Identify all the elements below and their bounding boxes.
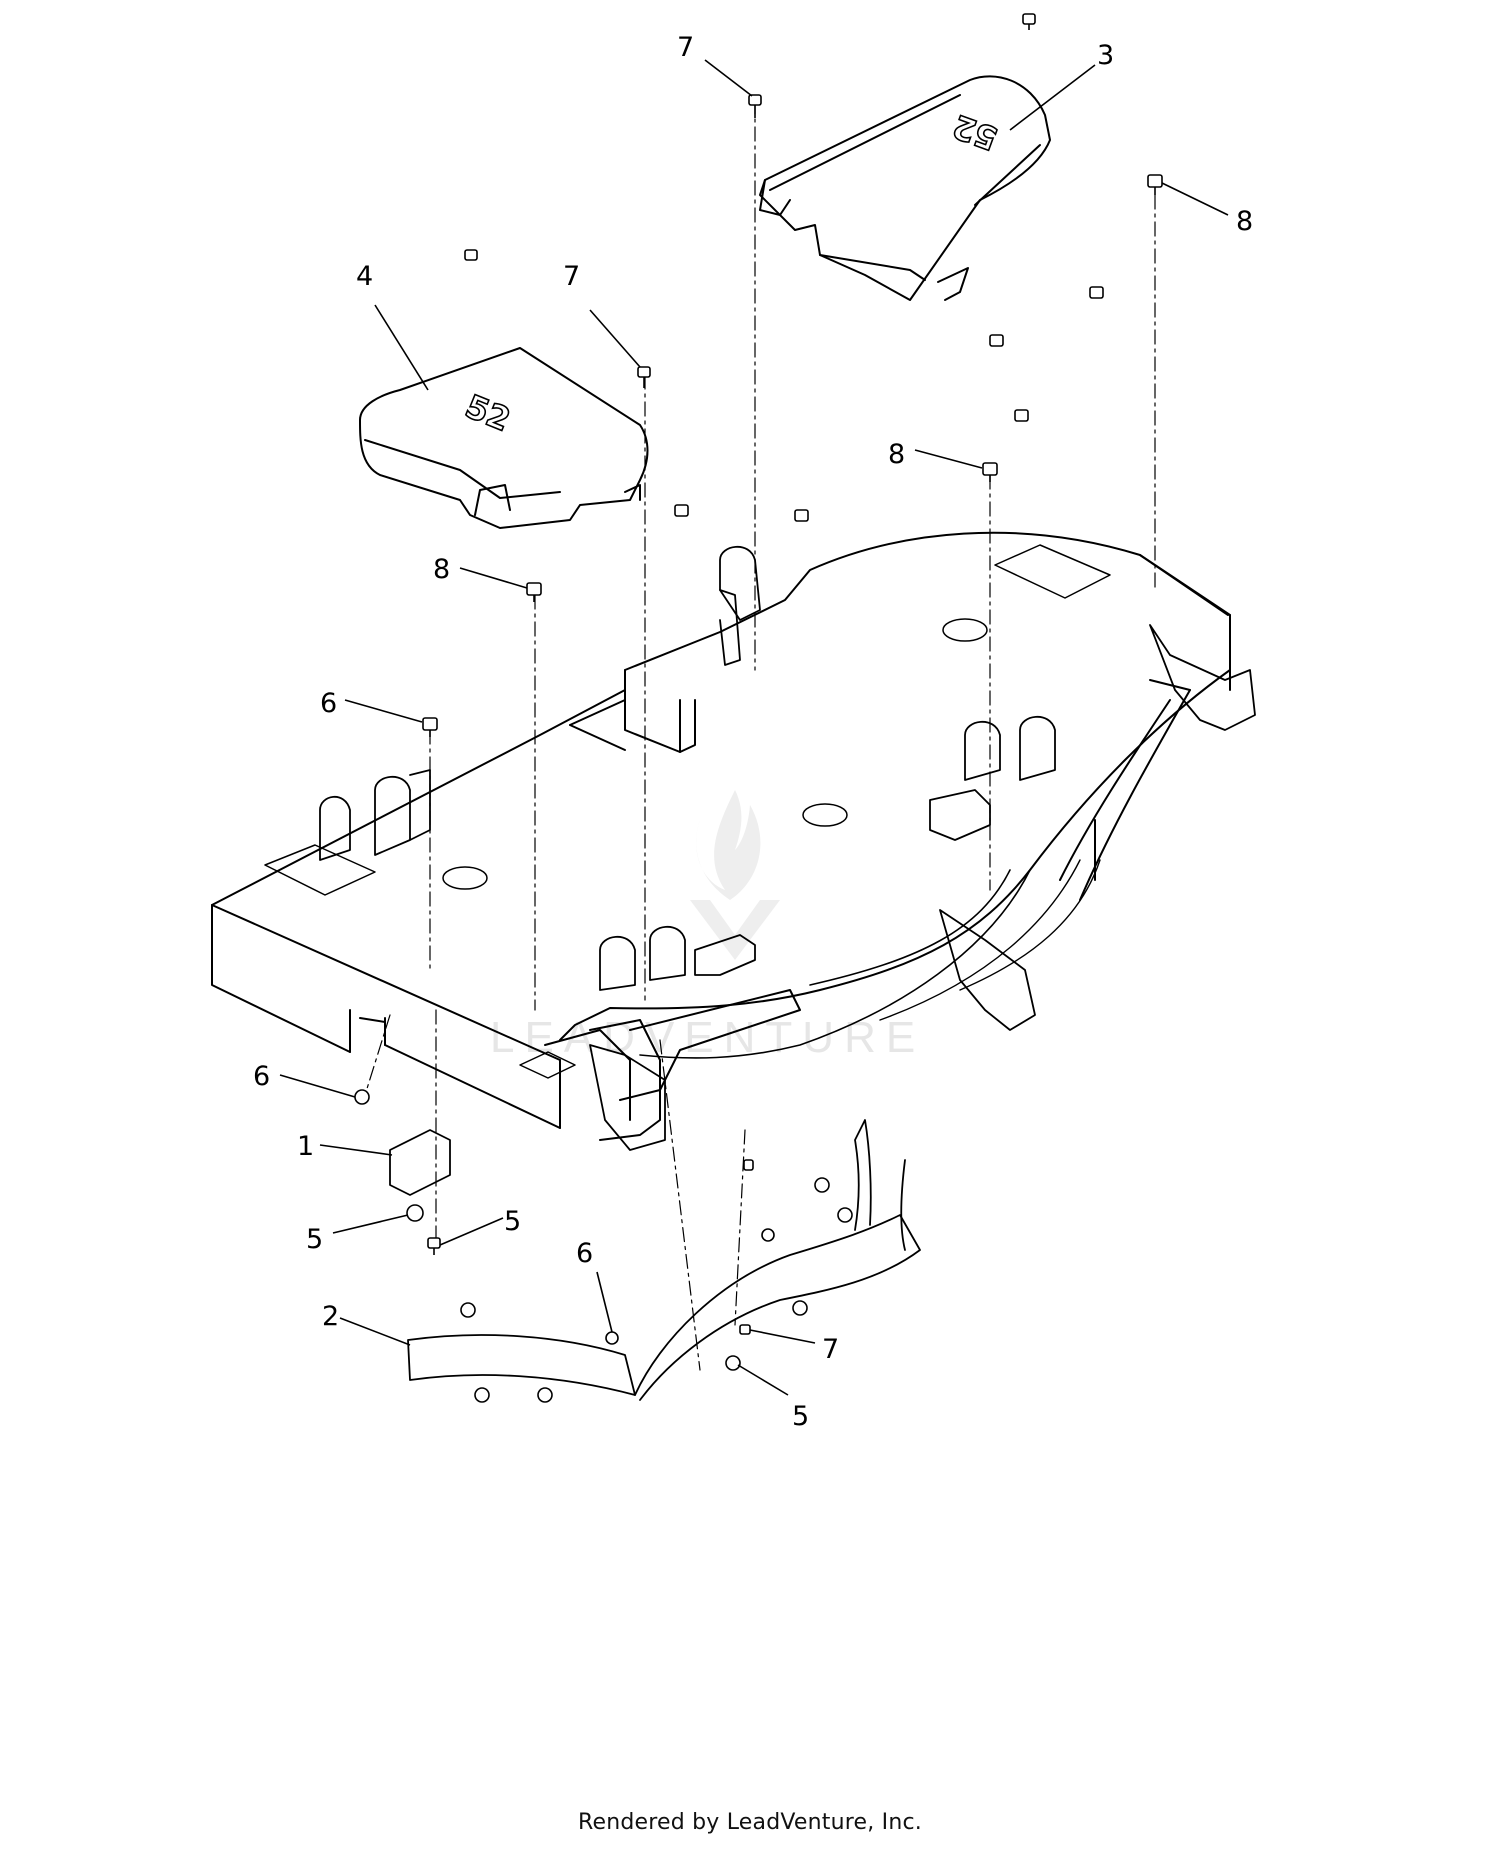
decal-rear (994, 544, 1111, 599)
nut-8-mid (982, 462, 998, 482)
callout-5: 5 (792, 1401, 809, 1432)
cover-4-marking: 52 (460, 387, 516, 439)
callout-7: 7 (822, 1334, 839, 1365)
bolt-5-a (406, 1204, 424, 1222)
baffle-part-2 (407, 1334, 636, 1396)
bolt-baffle-a (474, 1387, 490, 1403)
nut-cover-3 (1089, 286, 1104, 299)
nut-8-right (1147, 174, 1163, 195)
callout-8: 8 (888, 439, 905, 470)
nut-mid-left (674, 504, 689, 517)
nut-mid (794, 509, 809, 522)
anti-scalp-bracket-left (589, 1044, 666, 1151)
bolt-5-c (725, 1355, 741, 1371)
callout-2: 2 (322, 1301, 339, 1332)
callout-6: 6 (253, 1061, 270, 1092)
assembly-lines (364, 99, 1156, 1371)
screw-7-top (748, 94, 762, 118)
decal-left (264, 844, 376, 896)
callout-3: 3 (1097, 40, 1114, 71)
callout-4: 4 (356, 261, 373, 292)
baffle-curve-right (634, 1119, 921, 1401)
cover-markings: 52 52 (459, 106, 1003, 440)
screw-7-baffle (739, 1324, 751, 1335)
callout-7: 7 (677, 32, 694, 63)
nut-left-top (464, 249, 478, 261)
nut-baffle-a (460, 1302, 476, 1318)
spindle-holes (442, 618, 988, 890)
anti-scalp-bracket-front (939, 909, 1036, 1031)
anti-scalp-bracket-right (1149, 624, 1256, 731)
decal-front (519, 1051, 576, 1079)
callout-8: 8 (433, 554, 450, 585)
callout-8: 8 (1236, 206, 1253, 237)
nut-top-right (1022, 13, 1036, 30)
bracket-part-1 (389, 1129, 451, 1196)
nut-cover-3c (1014, 409, 1029, 422)
nut-8-left (526, 582, 542, 602)
callout-1: 1 (297, 1131, 314, 1162)
callout-5: 5 (504, 1206, 521, 1237)
belt-cover-left (359, 347, 649, 529)
watermark: LEADVENTURE (490, 790, 925, 1062)
watermark-text: LEADVENTURE (490, 1013, 925, 1062)
belt-cover-right (759, 75, 1051, 301)
screw-7-left (637, 366, 651, 388)
screw-baffle-f (743, 1159, 754, 1171)
nut-baffle-b (761, 1228, 775, 1242)
hardware (354, 13, 1163, 1403)
nut-6-upper (422, 717, 438, 737)
callout-5: 5 (306, 1224, 323, 1255)
bolt-baffle-d (814, 1177, 830, 1193)
bolt-baffle-c (792, 1300, 808, 1316)
bolt-baffle-e (837, 1207, 853, 1223)
nut-6-lower (354, 1089, 370, 1105)
callouts: 7 3 8 4 7 8 8 6 6 1 5 5 6 2 7 5 (253, 32, 1253, 1432)
callout-6: 6 (320, 688, 337, 719)
leader-lines (279, 59, 1229, 1396)
render-credit: Rendered by LeadVenture, Inc. (578, 1810, 922, 1835)
bolt-5-b (427, 1237, 441, 1255)
callout-7: 7 (563, 261, 580, 292)
nut-cover-3b (989, 334, 1004, 347)
callout-6: 6 (576, 1238, 593, 1269)
cover-3-marking: 52 (948, 107, 1003, 158)
nut-6-baffle (605, 1331, 619, 1345)
bolt-baffle-b (537, 1387, 553, 1403)
